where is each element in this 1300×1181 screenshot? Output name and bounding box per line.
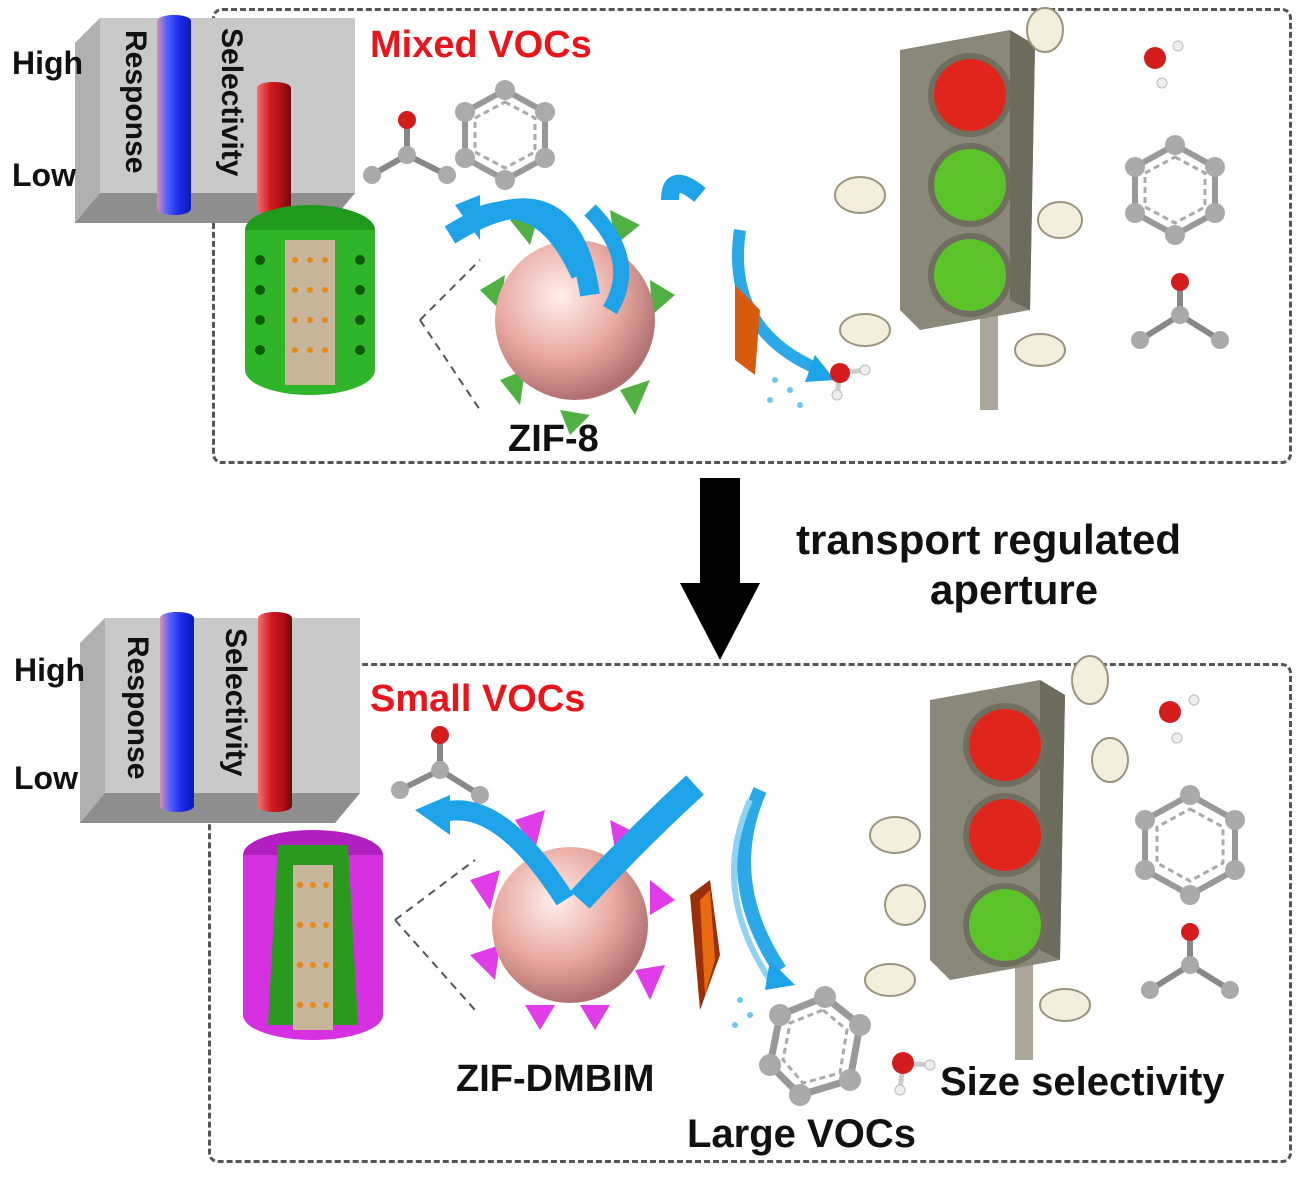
top-arrow-in-icon (584, 204, 630, 315)
bottom-acetone-molecule-icon (391, 726, 489, 804)
large-voc-benzene-icon (759, 986, 871, 1106)
bottom-panel-title: Small VOCs (370, 678, 586, 720)
top-traffic-light-icon (834, 7, 1083, 410)
top-bar-label-response: Response (119, 30, 152, 174)
zif8-tube-icon (245, 205, 375, 395)
bottom-bar-label-selectivity: Selectivity (219, 628, 252, 777)
top-bar-selectivity (257, 82, 291, 215)
benzene-molecule-icon (455, 80, 555, 190)
top-right-acetone-icon (1131, 273, 1229, 349)
top-axis-high: High (12, 45, 84, 81)
bottom-water-molecule-icon (892, 1052, 936, 1096)
top-umbrella-arrow-icon (731, 229, 835, 408)
top-right-water-icon (1144, 40, 1184, 89)
bottom-material-label: ZIF-DMBIM (456, 1058, 655, 1100)
bottom-bar-response (160, 612, 194, 812)
acetone-molecule-icon (363, 111, 456, 184)
bottom-panel (208, 663, 1292, 1163)
zif-dmbim-cage-icon (394, 775, 704, 1030)
top-panel (212, 8, 1292, 464)
zif-dmbim-tube-icon (243, 830, 383, 1040)
transition-label-line2: aperture (930, 566, 1099, 613)
bottom-bar-selectivity (258, 612, 292, 812)
top-right-benzene-icon (1125, 135, 1225, 245)
top-arrow-out-icon (455, 195, 589, 279)
bottom-bar-label-response: Response (121, 636, 154, 780)
size-selectivity-label: Size selectivity (940, 1060, 1225, 1104)
bottom-right-water-icon (1159, 694, 1200, 744)
transition-label-line1: transport regulated (796, 516, 1182, 563)
large-vocs-label: Large VOCs (687, 1112, 916, 1156)
bottom-umbrella-arrow-icon (690, 787, 795, 1028)
top-panel-title: Mixed VOCs (370, 24, 592, 66)
bottom-right-benzene-icon (1135, 785, 1245, 905)
top-bar-label-selectivity: Selectivity (215, 28, 248, 177)
bottom-axis-low: Low (14, 760, 78, 796)
down-arrow-icon (680, 478, 760, 660)
top-axis-low: Low (12, 157, 76, 193)
top-material-label: ZIF-8 (508, 418, 599, 460)
bottom-traffic-light-icon (864, 655, 1129, 1060)
bottom-right-acetone-icon (1141, 923, 1239, 999)
bottom-axis-high: High (14, 652, 86, 688)
top-bar-response (157, 15, 191, 215)
water-molecule-icon (830, 363, 871, 401)
